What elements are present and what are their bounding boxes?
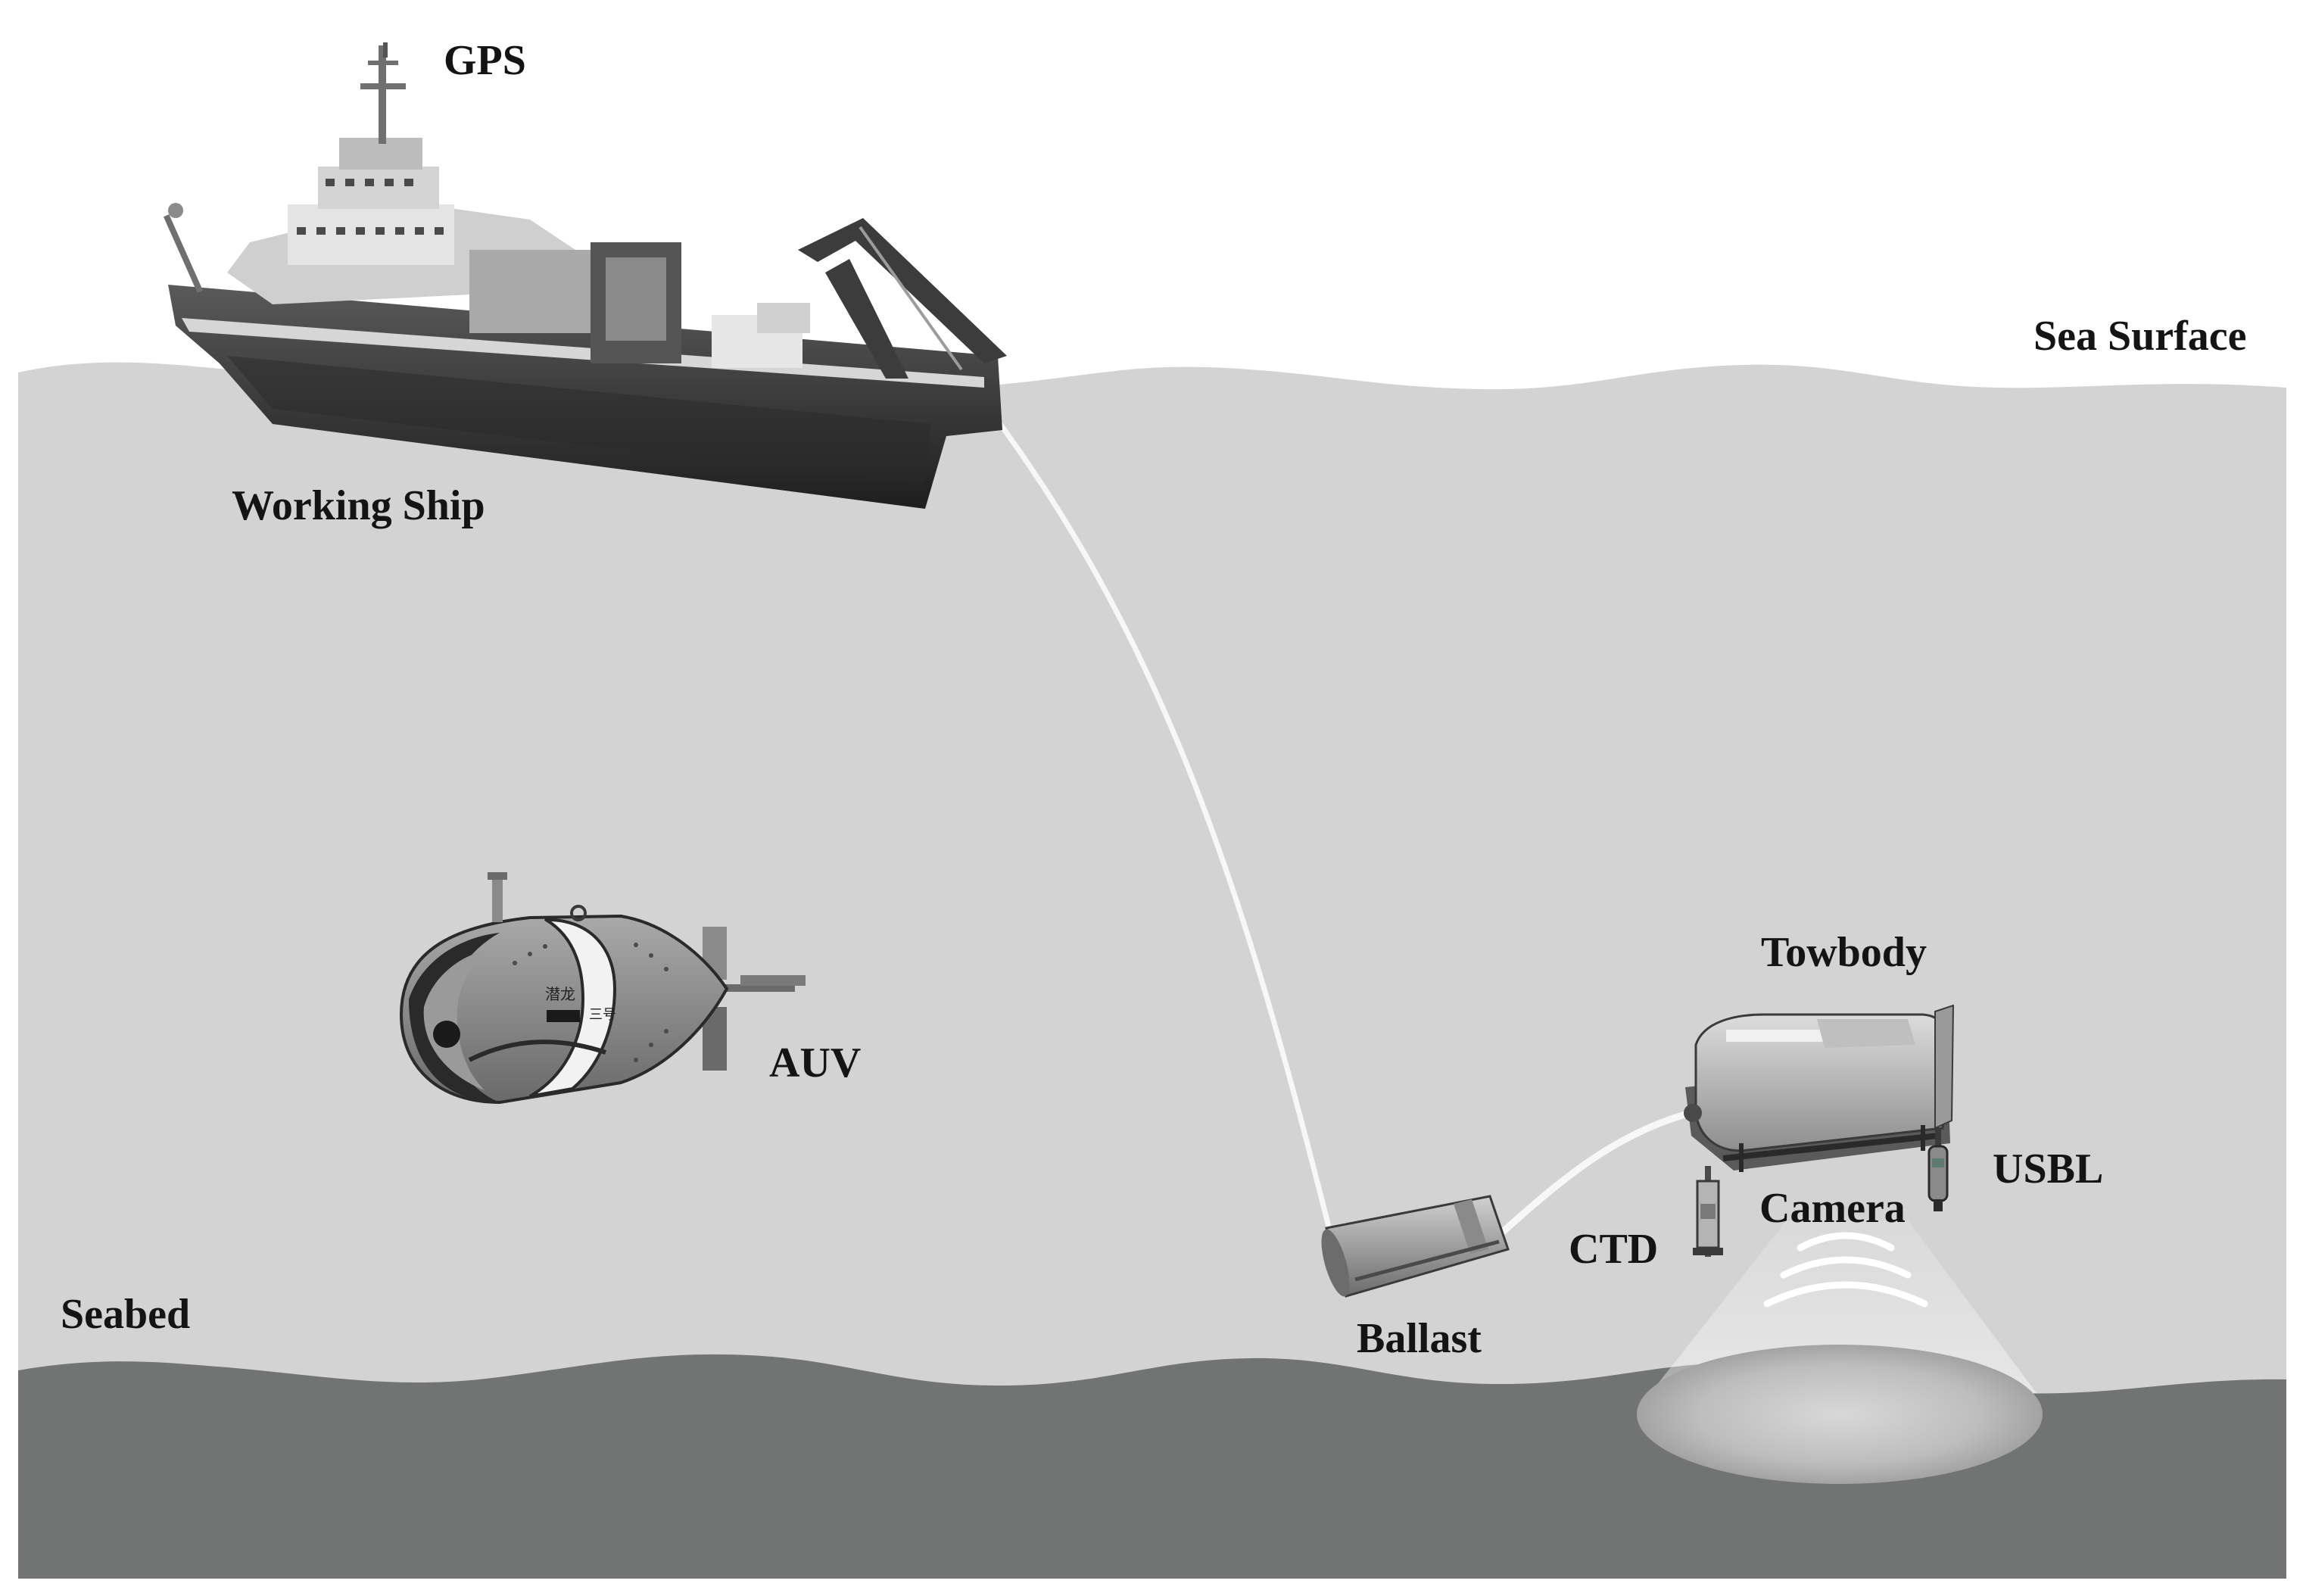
ctd-label: CTD [1569,1226,1659,1273]
ballast-weight [1321,1195,1510,1298]
ballast-label: Ballast [1357,1315,1482,1362]
auv-marking-line1: 潜龙 [545,985,575,1003]
usbl-label: USBL [1993,1146,2104,1192]
illuminated-seabed-spot [1637,1345,2043,1484]
camera-label: Camera [1759,1185,1906,1232]
sonar-beam [1650,1220,2037,1393]
auv-marking-line2: 三号 [589,1007,616,1023]
towbody-vehicle [1684,1004,1955,1172]
water-body [18,362,2286,1579]
seabed-label: Seabed [61,1291,191,1338]
tow-cable [958,369,1335,1242]
auv-label: AUV [769,1040,862,1086]
sonar-arcs [1763,1232,1928,1308]
ctd-instrument [1693,1166,1723,1257]
towbody-label: Towbody [1761,929,1927,976]
usbl-transducer [1927,1128,1949,1211]
gps-label: GPS [444,37,526,84]
towbody-tether [1499,1111,1687,1236]
sea-surface-label: Sea Surface [2033,313,2247,360]
working-ship-label: Working Ship [232,482,485,529]
auv-vehicle: 潜龙 三号 [399,872,806,1105]
working-ship [163,42,1007,509]
